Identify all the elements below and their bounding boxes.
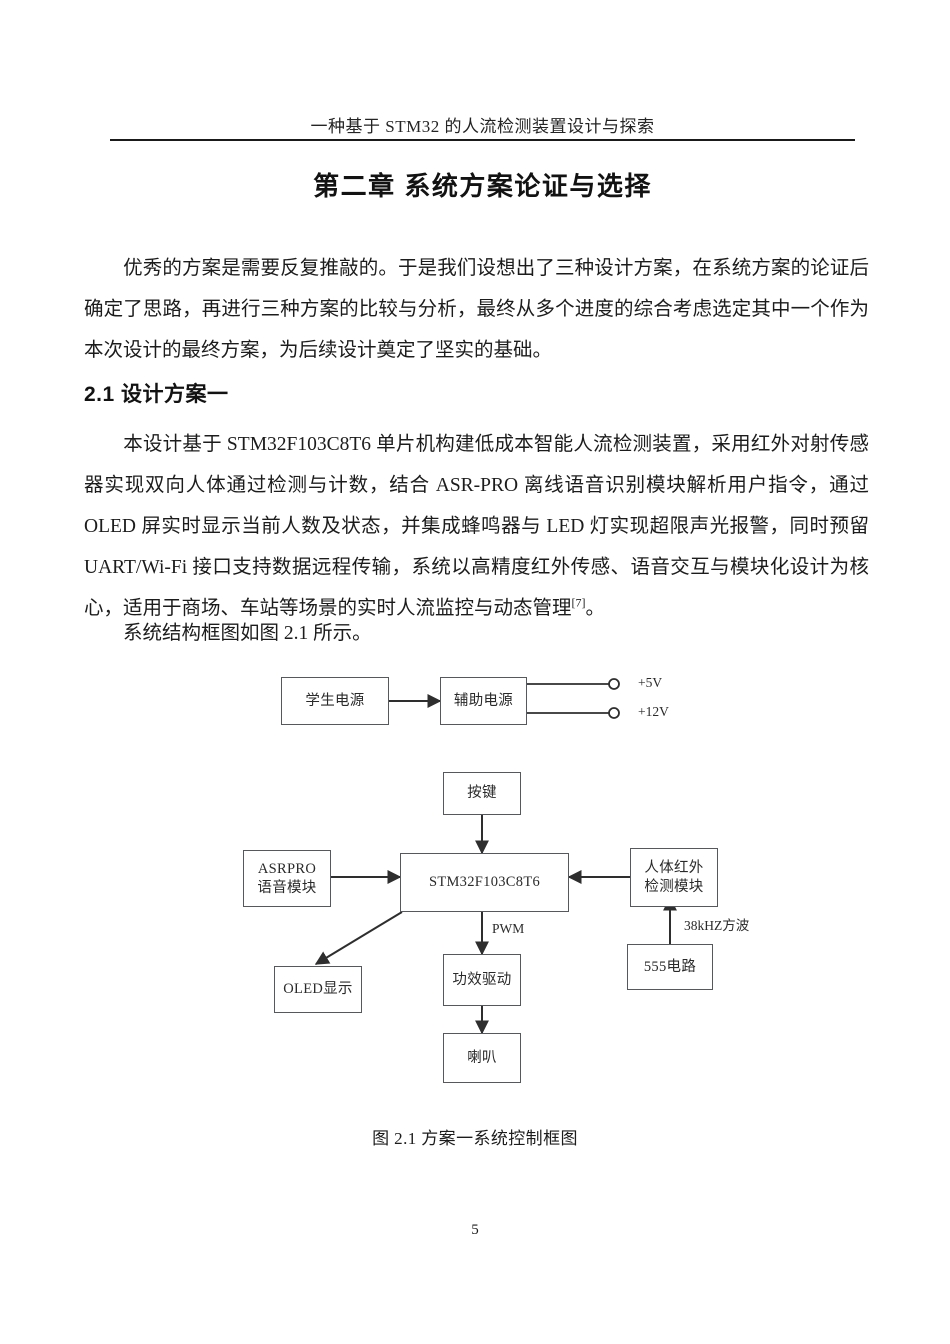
block-speaker-label: 喇叭 — [467, 1049, 497, 1066]
terminal-12v — [608, 707, 620, 719]
diagram-connectors — [314, 678, 677, 1035]
block-oled-label: OLED显示 — [283, 981, 353, 997]
block-power-driver: 功效驱动 — [443, 954, 521, 1006]
block-555-circuit: 555电路 — [627, 944, 713, 990]
block-button-label: 按键 — [467, 785, 497, 801]
terminal-5v — [608, 678, 620, 690]
label-pwm: PWM — [492, 921, 525, 936]
block-mcu-label: STM32F103C8T6 — [428, 874, 541, 890]
page-number: 5 — [471, 1222, 479, 1238]
block-pir-sensor: 人体红外 检测模块 — [630, 848, 718, 907]
label-output-5v: +5V — [638, 675, 663, 690]
paragraph-scheme: 本设计基于 STM32F103C8T6 单片机构建低成本智能人流检测装置，采用红… — [84, 424, 869, 629]
block-asrpro-label-line2: 语音模块 — [257, 879, 317, 896]
section-heading-2-1: 2.1 设计方案一 — [84, 383, 229, 406]
paragraph-scheme-text: 本设计基于 STM32F103C8T6 单片机构建低成本智能人流检测装置，采用红… — [84, 434, 869, 619]
block-555-label: 555电路 — [643, 958, 697, 975]
system-block-diagram: 学生电源 辅助电源 +5V +12V 按键 STM32F103C8T6 ASRP… — [0, 650, 950, 1120]
paragraph-intro-text: 优秀的方案是需要反复推敲的。于是我们设想出了三种设计方案，在系统方案的论证后确定… — [84, 258, 869, 361]
label-output-12v: +12V — [638, 704, 669, 719]
paragraph-figure-reference: 系统结构框图如图 2.1 所示。 — [84, 613, 869, 654]
block-asrpro: ASRPRO 语音模块 — [243, 850, 331, 907]
header-rule — [110, 139, 855, 141]
block-speaker: 喇叭 — [443, 1033, 521, 1083]
citation-marker: [7] — [571, 595, 586, 610]
block-pir-label-line1: 人体红外 — [644, 859, 704, 876]
figure-caption: 图 2.1 方案一系统控制框图 — [372, 1129, 578, 1148]
block-mcu: STM32F103C8T6 — [400, 853, 569, 912]
connector-mcu-to-oled — [314, 911, 403, 965]
block-asrpro-label-line1: ASRPRO — [257, 860, 317, 877]
block-oled-display: OLED显示 — [274, 966, 362, 1013]
paragraph-scheme-tail: 。 — [585, 598, 606, 619]
block-button: 按键 — [443, 772, 521, 815]
block-aux-power: 辅助电源 — [440, 677, 527, 725]
block-aux-power-label: 辅助电源 — [453, 692, 514, 709]
running-header: 一种基于 STM32 的人流检测装置设计与探索 — [310, 117, 655, 136]
block-student-power: 学生电源 — [281, 677, 389, 725]
paragraph-intro: 优秀的方案是需要反复推敲的。于是我们设想出了三种设计方案，在系统方案的论证后确定… — [84, 248, 869, 371]
paragraph-figref-text: 系统结构框图如图 2.1 所示。 — [123, 623, 372, 644]
block-power-driver-label: 功效驱动 — [452, 971, 512, 988]
label-square-wave: 38kHZ方波 — [684, 918, 750, 933]
chapter-title: 第二章 系统方案论证与选择 — [313, 171, 652, 201]
block-pir-label-line2: 检测模块 — [644, 878, 704, 895]
block-student-power-label: 学生电源 — [305, 692, 365, 709]
